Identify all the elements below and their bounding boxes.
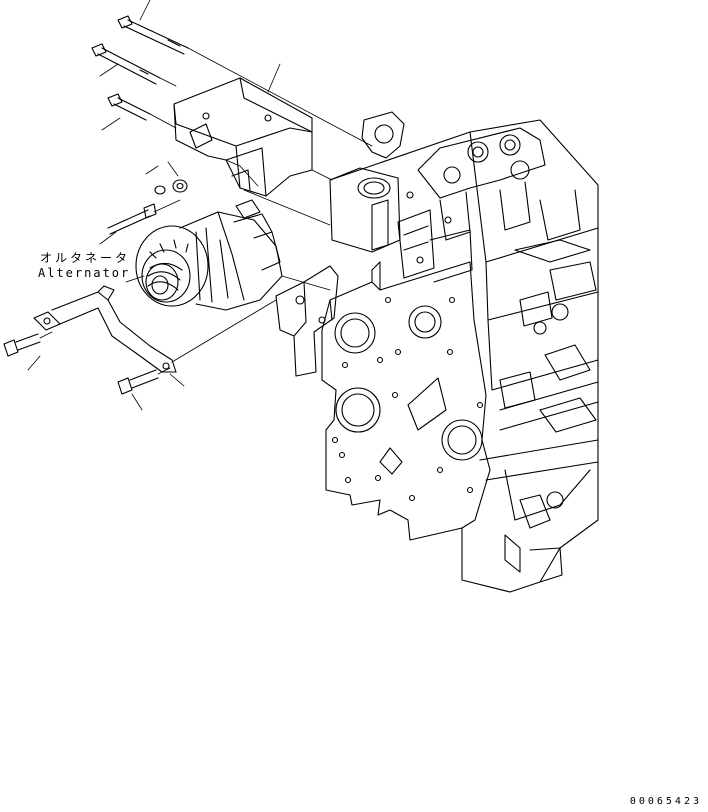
bolt-bottom [118, 370, 158, 394]
bolt-long-2 [92, 44, 160, 84]
bolt-long-1 [118, 16, 188, 54]
bolt-left [4, 334, 40, 356]
drawing-number: 00065423 [629, 796, 702, 807]
engine-front-plate [322, 262, 490, 540]
bolt-mid [108, 204, 156, 234]
alternator [136, 200, 282, 310]
part-label-english: Alternator [38, 266, 131, 280]
engine-block [330, 112, 598, 592]
washer [155, 186, 165, 194]
lower-mounting-bracket [276, 266, 338, 376]
part-label-japanese: オルタネータ [40, 251, 131, 265]
spacer [173, 180, 187, 192]
upper-bracket [174, 78, 312, 196]
bolt-short [108, 94, 150, 120]
adjusting-strap [34, 286, 176, 372]
assembly-leader-lines [28, 0, 372, 410]
